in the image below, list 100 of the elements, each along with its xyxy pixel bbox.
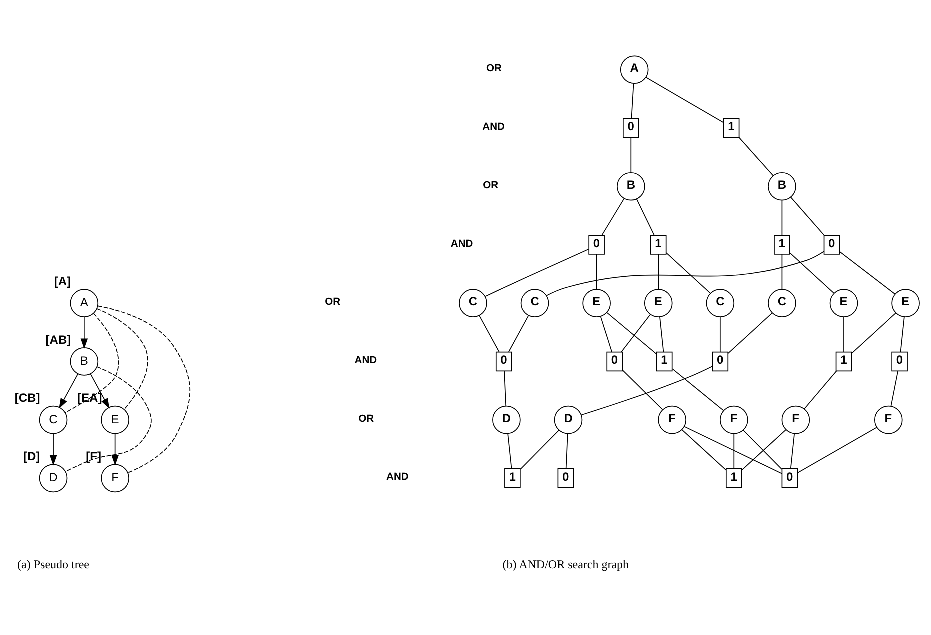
arrow [112,434,119,466]
connector [621,314,652,352]
node-box: 1 [723,118,740,138]
connector [606,312,658,355]
node-circle: E [830,289,858,318]
connector [797,427,878,474]
node-circle: C [520,289,550,318]
connector [839,251,896,295]
connector [790,196,825,236]
connector [646,77,724,124]
node-circle: A [620,56,649,84]
node-circle: F [782,406,810,434]
node-box: 1 [774,235,790,255]
connector [666,252,711,294]
arrow [80,316,88,350]
connector [65,366,152,472]
node-label: [AB] [46,332,72,347]
connector [508,433,512,470]
connector [782,200,783,236]
node-box: 0 [623,118,640,138]
node-box: 0 [558,468,574,488]
node-circle: F [101,464,130,493]
label: (b) AND/OR search graph [502,557,630,572]
node-box: 1 [504,468,521,488]
node-box: 0 [824,235,840,255]
node-circle: E [644,289,673,318]
node-circle: E [582,289,611,318]
connector [98,306,191,474]
connector [566,434,568,470]
label: AND [450,238,474,250]
connector [804,370,838,410]
node-circle: C [768,289,796,318]
connector [790,252,834,294]
connector [600,316,612,352]
node-circle: E [101,406,130,434]
label: AND [482,122,505,134]
node-circle: D [492,406,521,434]
node-box: 0 [782,468,798,488]
connector [734,434,735,470]
connector [65,313,120,414]
connector [546,251,825,296]
node-circle: C [39,406,68,434]
node-box: 0 [606,352,623,372]
connector [658,254,660,290]
label: OR [486,64,502,75]
connector [851,312,896,354]
node-circle: E [892,289,920,318]
label: (a) Pseudo tree [18,557,90,572]
connector [900,316,905,353]
node-circle: A [70,289,99,318]
connector [479,315,500,352]
node-box: 0 [588,235,605,255]
label: OR [325,297,341,308]
node-label: [EA] [78,391,102,406]
node-circle: B [617,172,646,201]
connector [622,370,664,410]
connector [96,308,148,410]
node-circle: D [554,406,583,434]
connector [738,137,774,176]
connector [602,198,625,236]
connector [684,426,783,474]
connector [782,254,783,290]
node-label: [A] [54,274,72,288]
label: OR [483,180,499,192]
node-circle: B [70,348,99,376]
node-box: 1 [650,235,667,255]
node-circle: D [39,464,68,493]
node-circle: F [720,406,748,434]
node-box: 1 [656,352,673,372]
node-box: 0 [892,352,908,372]
connector [596,254,598,290]
node-circle: F [874,406,903,434]
connector [790,433,795,470]
node-circle: C [459,289,488,318]
arrow [50,434,58,466]
label: AND [386,472,409,484]
node-label: [CB] [14,391,40,406]
connector [890,370,899,407]
node-box: 0 [712,352,729,372]
connector [672,368,724,412]
node-label: [D] [23,450,40,464]
node-label: [F] [86,450,102,464]
connector [682,430,727,471]
connector [728,312,773,354]
node-box: 1 [836,352,852,372]
arrow [90,374,110,409]
connector [504,370,507,407]
node-box: 1 [726,468,742,488]
label: OR [358,414,374,425]
connector [580,366,714,416]
label: AND [354,356,378,367]
node-circle: B [768,172,796,201]
connector [631,83,634,120]
connector [508,315,530,352]
connector [520,430,560,470]
connector [485,248,590,298]
node-box: 0 [496,352,512,372]
connector [636,198,655,236]
arrow [59,374,79,409]
connector [720,316,721,353]
